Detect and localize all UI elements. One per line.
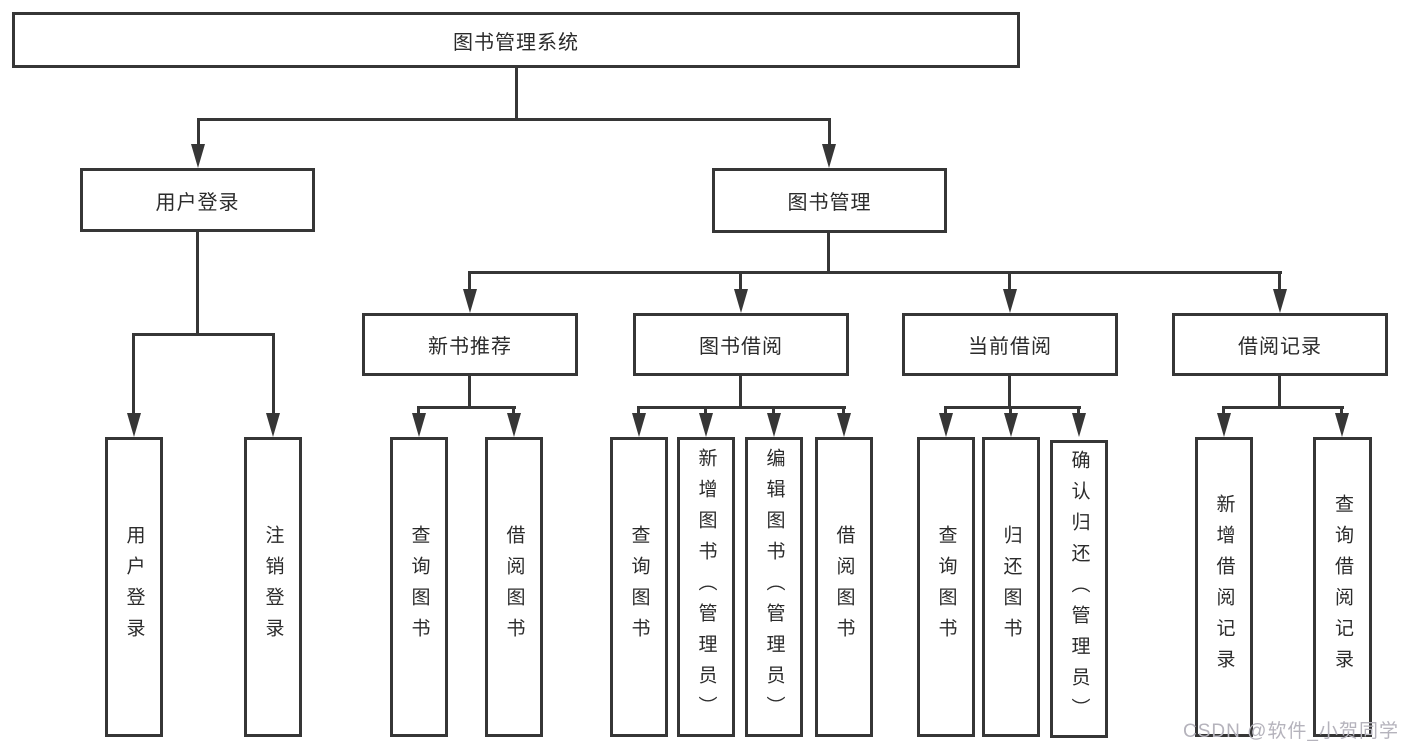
connector-line xyxy=(772,406,775,415)
connector-line xyxy=(1009,406,1012,415)
connector-line xyxy=(827,233,830,274)
connector-line xyxy=(197,118,831,121)
connector-line xyxy=(1222,406,1344,409)
connector-line xyxy=(515,68,518,120)
node-book-borrowing-label: 图书借阅 xyxy=(699,336,783,358)
connector-line xyxy=(1077,406,1080,415)
leaf-user-login-label: 用户登录 xyxy=(123,525,145,649)
leaf-edit-books-admin: 编辑图书（管理员） xyxy=(745,437,803,737)
connector-line xyxy=(944,406,1081,409)
connector-line xyxy=(739,271,742,292)
connector-line xyxy=(468,271,1282,274)
arrow-down-icon xyxy=(1217,413,1231,437)
arrow-down-icon xyxy=(127,413,141,437)
node-root: 图书管理系统 xyxy=(12,12,1020,68)
connector-line xyxy=(468,271,471,292)
arrow-down-icon xyxy=(463,289,477,313)
connector-line xyxy=(468,376,471,409)
arrow-down-icon xyxy=(939,413,953,437)
leaf-logout-label: 注销登录 xyxy=(262,525,284,649)
arrow-down-icon xyxy=(1003,289,1017,313)
connector-line xyxy=(197,118,200,146)
connector-line xyxy=(417,406,516,409)
leaf-borrow-books: 借阅图书 xyxy=(815,437,873,737)
connector-line xyxy=(637,406,846,409)
connector-line xyxy=(739,376,742,409)
arrow-down-icon xyxy=(837,413,851,437)
arrow-down-icon xyxy=(507,413,521,437)
arrow-down-icon xyxy=(1273,289,1287,313)
arrow-down-icon xyxy=(266,413,280,437)
leaf-query-books-current: 查询图书 xyxy=(917,437,975,737)
leaf-borrow-books-recommend: 借阅图书 xyxy=(485,437,543,737)
node-current-borrowing: 当前借阅 xyxy=(902,313,1118,376)
leaf-add-books-admin: 新增图书（管理员） xyxy=(677,437,735,737)
arrow-down-icon xyxy=(699,413,713,437)
connector-line xyxy=(1008,271,1011,292)
leaf-query-books-borrowing-label: 查询图书 xyxy=(628,525,650,649)
arrow-down-icon xyxy=(632,413,646,437)
leaf-query-books-recommend-label: 查询图书 xyxy=(408,525,430,649)
csdn-watermark: CSDN @软件_小贺同学 xyxy=(1183,721,1399,742)
node-root-label: 图书管理系统 xyxy=(453,31,579,54)
node-user-login-label: 用户登录 xyxy=(155,191,240,214)
connector-line xyxy=(1278,376,1281,409)
connector-line xyxy=(944,406,947,415)
leaf-borrow-books-label: 借阅图书 xyxy=(833,525,855,649)
leaf-add-borrow-record-label: 新增借阅记录 xyxy=(1213,494,1235,680)
connector-line xyxy=(842,406,845,415)
node-book-borrowing: 图书借阅 xyxy=(633,313,849,376)
node-borrowing-records: 借阅记录 xyxy=(1172,313,1388,376)
leaf-query-borrow-record: 查询借阅记录 xyxy=(1313,437,1372,737)
leaf-return-books-label: 归还图书 xyxy=(1000,525,1022,649)
leaf-user-login: 用户登录 xyxy=(105,437,163,737)
connector-line xyxy=(417,406,420,415)
leaf-query-books-current-label: 查询图书 xyxy=(935,525,957,649)
node-new-book-recommend-label: 新书推荐 xyxy=(428,336,512,358)
connector-line xyxy=(637,406,640,415)
leaf-add-books-admin-label: 新增图书（管理员） xyxy=(695,447,717,727)
node-user-login: 用户登录 xyxy=(80,168,315,232)
connector-line xyxy=(704,406,707,415)
leaf-add-borrow-record: 新增借阅记录 xyxy=(1195,437,1253,737)
connector-line xyxy=(272,333,275,415)
connector-line xyxy=(1340,406,1343,415)
arrow-down-icon xyxy=(191,144,205,168)
connector-line xyxy=(196,232,199,336)
connector-line xyxy=(828,118,831,146)
arrow-down-icon xyxy=(1335,413,1349,437)
node-new-book-recommend: 新书推荐 xyxy=(362,313,578,376)
leaf-edit-books-admin-label: 编辑图书（管理员） xyxy=(763,447,785,727)
arrow-down-icon xyxy=(1004,413,1018,437)
leaf-confirm-return-admin: 确认归还（管理员） xyxy=(1050,440,1108,738)
node-book-management-label: 图书管理 xyxy=(787,192,872,214)
leaf-return-books: 归还图书 xyxy=(982,437,1040,737)
leaf-query-borrow-record-label: 查询借阅记录 xyxy=(1332,494,1353,680)
connector-line xyxy=(132,333,275,336)
leaf-borrow-books-recommend-label: 借阅图书 xyxy=(503,525,525,649)
leaf-query-books-borrowing: 查询图书 xyxy=(610,437,668,737)
connector-line xyxy=(512,406,515,415)
node-borrowing-records-label: 借阅记录 xyxy=(1238,336,1322,358)
connector-line xyxy=(132,333,135,415)
leaf-confirm-return-admin-label: 确认归还（管理员） xyxy=(1068,449,1090,729)
node-current-borrowing-label: 当前借阅 xyxy=(968,336,1052,358)
arrow-down-icon xyxy=(734,289,748,313)
arrow-down-icon xyxy=(412,413,426,437)
arrow-down-icon xyxy=(1072,413,1086,437)
arrow-down-icon xyxy=(767,413,781,437)
leaf-query-books-recommend: 查询图书 xyxy=(390,437,448,737)
arrow-down-icon xyxy=(822,144,836,168)
connector-line xyxy=(1008,376,1011,409)
node-book-management: 图书管理 xyxy=(712,168,947,233)
leaf-logout: 注销登录 xyxy=(244,437,302,737)
connector-line xyxy=(1278,271,1281,292)
connector-line xyxy=(1222,406,1225,415)
